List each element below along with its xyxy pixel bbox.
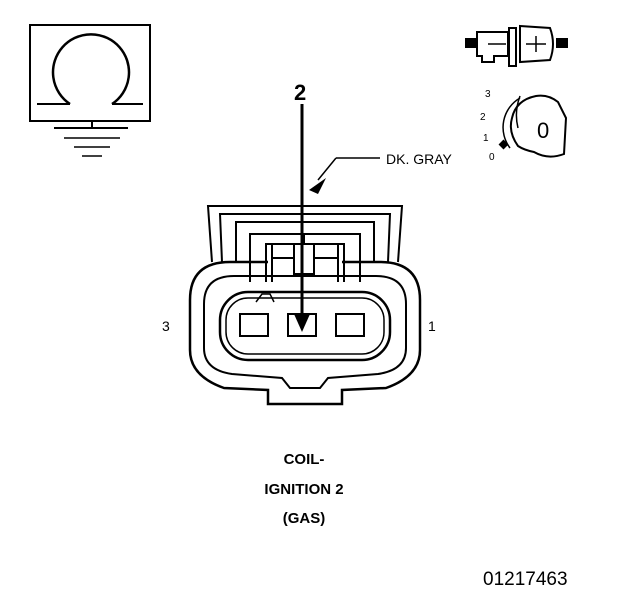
connector-mating-icon: [465, 24, 568, 67]
cavity-1: [335, 313, 365, 337]
coil-symbol-icon: [29, 24, 151, 122]
cavity-label-right: 1: [428, 318, 436, 334]
ground-icon: [54, 121, 128, 157]
key-position-1: 1: [483, 133, 489, 144]
pin-number-label: 2: [294, 80, 306, 105]
ignition-key-icon: 3 2 1 0 0: [480, 89, 568, 163]
wire-color-leader: DK. GRAY: [309, 151, 453, 194]
caption-line-1: COIL-: [284, 451, 325, 468]
caption-line-3: (GAS): [283, 510, 326, 527]
key-position-2: 2: [480, 112, 486, 123]
pin-callout-arrow: 2: [294, 80, 310, 332]
connector-body: [188, 205, 422, 406]
cavity-label-left: 3: [162, 318, 170, 334]
key-position-0: 0: [489, 152, 495, 163]
key-face-label: 0: [537, 118, 549, 143]
figure-id: 01217463: [483, 569, 568, 590]
cavity-3: [239, 313, 269, 337]
key-position-3: 3: [485, 89, 491, 100]
caption-line-2: IGNITION 2: [264, 481, 343, 498]
wire-color-label: DK. GRAY: [386, 151, 453, 167]
